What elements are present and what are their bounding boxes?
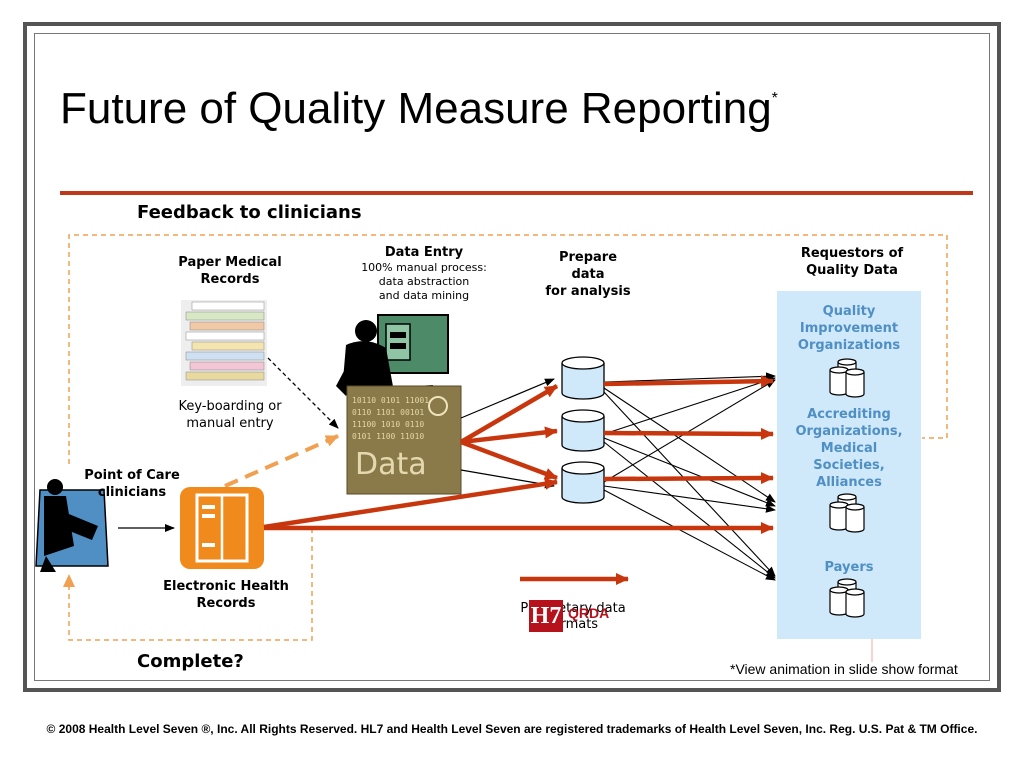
animation-footnote: *View animation in slide show format xyxy=(730,661,958,677)
data-entry-line2: data abstraction xyxy=(378,275,470,288)
ehr-label-line2: Records xyxy=(196,596,256,611)
data-graphic-label: Data xyxy=(355,447,427,482)
data-to-db3-red xyxy=(460,439,558,481)
payers-label: Payers xyxy=(777,559,921,576)
copyright-notice: © 2008 Health Level Seven ®, Inc. All Ri… xyxy=(46,722,978,736)
prepare-database-2 xyxy=(561,409,605,452)
data-entry-label: Data Entry 100% manual process: data abs… xyxy=(344,245,504,303)
qio-label: Quality Improvement Organizations xyxy=(777,303,921,354)
data-to-db2-red xyxy=(460,426,558,445)
feedback-loop-line xyxy=(68,234,948,464)
qio-label-line1: Quality xyxy=(822,304,876,319)
db1-to-qio-red xyxy=(603,375,774,388)
keyboarding-label-line1: Key-boarding or xyxy=(178,399,282,414)
prepare-database-3 xyxy=(561,461,605,504)
svg-text:0101 1100 11010: 0101 1100 11010 xyxy=(352,432,424,441)
svg-text:10110 0101 11001: 10110 0101 11001 xyxy=(352,396,429,405)
accrediting-database-icon xyxy=(829,493,865,533)
db3-to-accrediting-red xyxy=(603,472,774,485)
payers-database-icon xyxy=(829,578,865,618)
prepare-data-label: Prepare data for analysis xyxy=(530,249,646,300)
svg-text:11100 1010 0110: 11100 1010 0110 xyxy=(352,420,424,429)
complete-label: Complete? xyxy=(137,651,244,672)
point-of-care-clinician-icon xyxy=(35,479,109,572)
ehr-to-data-arrow xyxy=(224,434,339,488)
prepare-database-1 xyxy=(561,356,605,400)
paper-records-icon xyxy=(181,300,267,386)
title-footnote-mark: * xyxy=(771,90,778,107)
data-graphic: 10110 0101 11001 0110 1101 00101 11100 1… xyxy=(346,385,462,495)
title-text: Future of Quality Measure Reporting xyxy=(60,84,772,133)
data-to-db1-line xyxy=(460,378,555,419)
svg-text:0110 1101 00101: 0110 1101 00101 xyxy=(352,408,424,417)
requestors-label-line1: Requestors of xyxy=(800,246,904,261)
accrediting-label: Accrediting Organizations, Medical Socie… xyxy=(777,406,921,491)
qio-database-icon xyxy=(829,358,865,398)
point-of-care-label-line1: Point of Care xyxy=(84,468,180,483)
point-of-care-label-line2: clinicians xyxy=(97,485,167,500)
prepare-data-line3: for analysis xyxy=(545,284,631,299)
paper-records-label-line2: Records xyxy=(200,272,260,287)
db-to-requestor-lines xyxy=(603,372,776,581)
complete-loop-line xyxy=(63,528,313,641)
prepare-data-line1: Prepare xyxy=(558,250,618,265)
requestors-label: Requestors of Quality Data xyxy=(777,245,927,279)
prepare-data-line2: data xyxy=(571,267,605,282)
qrda-label: QRDA xyxy=(568,605,610,621)
paper-records-label: Paper Medical Records xyxy=(160,254,300,288)
keyboarding-label-line2: manual entry xyxy=(186,416,274,431)
data-entry-worker-icon xyxy=(336,314,449,416)
qio-label-line3: Organizations xyxy=(797,338,901,353)
title-rule xyxy=(60,191,973,195)
payers-label-line1: Payers xyxy=(824,560,874,575)
ehr-label-line1: Electronic Health xyxy=(163,579,289,594)
ehr-to-db3-red xyxy=(263,477,558,530)
slide-frame-inner xyxy=(34,33,990,681)
feedback-label: Feedback to clinicians xyxy=(137,202,362,223)
accrediting-label-line1: Accrediting xyxy=(807,407,891,422)
hl7-logo: H7 xyxy=(529,600,563,632)
db2-to-accrediting-red xyxy=(603,427,774,440)
qio-label-line2: Improvement xyxy=(799,321,899,336)
accrediting-label-line4: Societies, xyxy=(813,458,885,473)
accrediting-label-line3: Medical xyxy=(820,441,878,456)
ehr-label: Electronic Health Records xyxy=(146,578,306,612)
accrediting-label-line5: Alliances xyxy=(816,475,882,490)
slide-title: Future of Quality Measure Reporting* xyxy=(60,84,778,134)
data-entry-line1: 100% manual process: xyxy=(361,261,487,274)
slide-frame-outer xyxy=(23,22,1001,692)
data-to-db1-red xyxy=(459,384,559,444)
requestors-label-line2: Quality Data xyxy=(806,263,898,278)
data-entry-line3: and data mining xyxy=(378,289,470,302)
paper-records-label-line1: Paper Medical xyxy=(178,255,282,270)
point-of-care-label: Point of Care clinicians xyxy=(68,467,196,501)
ehr-icon xyxy=(180,487,264,569)
accrediting-label-line2: Organizations, xyxy=(795,424,903,439)
data-entry-title: Data Entry xyxy=(384,245,464,260)
keyboarding-label: Key-boarding or manual entry xyxy=(160,398,300,432)
keyboarding-arrow xyxy=(267,357,339,429)
